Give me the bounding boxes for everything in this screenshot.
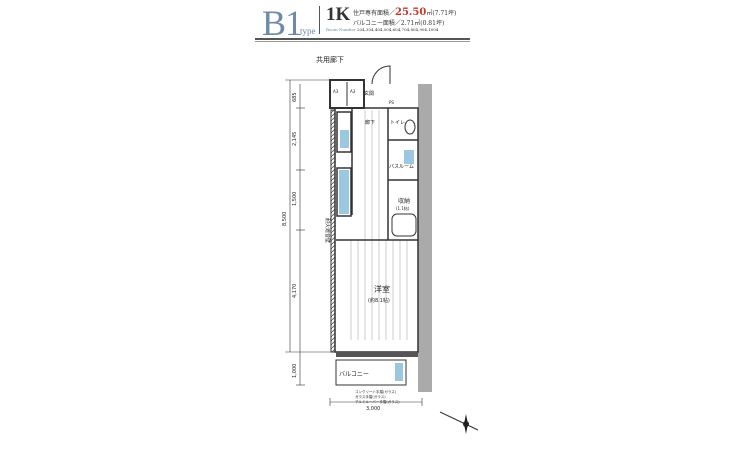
closet-fixture (339, 170, 349, 214)
western-room-label: 洋室 (374, 284, 390, 294)
balcony-area: バルコニー面積／2.71㎡(0.81坪) (353, 20, 445, 27)
sash-window (336, 352, 418, 357)
washbasin (404, 150, 414, 164)
dim-seg3: 1,500 (292, 192, 298, 206)
partitions (336, 108, 418, 241)
flooring-lines (350, 110, 408, 340)
bathtub (391, 213, 417, 237)
north-compass-icon (439, 411, 479, 434)
room-numbers: 204,304,404,504,604,704,804,904,1004 (357, 27, 439, 32)
balcony-label: バルコニー (339, 371, 369, 378)
kitchen-sink (340, 130, 349, 148)
dim-seg4: 4,170 (292, 284, 298, 298)
exclusive-area-label: 住戸専有面積／ (353, 10, 396, 17)
header-rule-thin (255, 41, 470, 42)
hallway-label: 廊下 (365, 119, 375, 126)
ac-unit (395, 363, 403, 381)
note-1: コンクリート手摺(ガラス) (355, 389, 397, 394)
exclusive-area-value: 25.50 (395, 7, 427, 18)
header-divider (319, 6, 320, 34)
toilet-fixture (404, 119, 416, 135)
entrance-door-swing (371, 65, 391, 85)
right-wall (418, 84, 432, 384)
room-number-label: Room Number (326, 27, 356, 32)
exclusive-area-unit: ㎡(7.71坪) (426, 10, 457, 17)
layout-label: 1K (326, 4, 351, 25)
balcony-outline (335, 359, 407, 386)
type-code: B1 (262, 3, 303, 43)
meter-b-label: A3 (350, 89, 356, 94)
dimension-lines (285, 79, 423, 406)
entrance-label: 玄関 (364, 90, 374, 97)
storage-size: (1.1帖) (396, 205, 410, 211)
ps-label: PS (389, 100, 394, 105)
toilet-label: トイレ (390, 120, 405, 126)
bathroom-label: バスルーム (389, 164, 414, 170)
corridor-label: 共用廊下 (316, 55, 344, 64)
dim-total: 8,500 (282, 212, 288, 226)
wall-stub (418, 380, 432, 392)
note-2: ガラス手摺(ガラス) (355, 394, 386, 399)
dim-seg2: 2,145 (292, 132, 298, 146)
storage-label: 収納 (398, 197, 410, 205)
dim-width: 3,000 (366, 406, 380, 412)
meter-a-label: A3 (333, 89, 339, 94)
dim-seg1: 685 (292, 92, 298, 102)
note-3: アルミルーバー手摺(ガラス) (355, 399, 400, 404)
header-rule (255, 38, 470, 40)
western-room-size: (約8.1帖) (368, 297, 390, 304)
type-suffix: type (300, 26, 316, 36)
dim-seg5: 1,000 (292, 364, 298, 378)
firewall-label: 耐火遮音壁 (324, 218, 331, 243)
exclusive-area: 住戸専有面積／25.50㎡(7.71坪) (353, 7, 456, 18)
